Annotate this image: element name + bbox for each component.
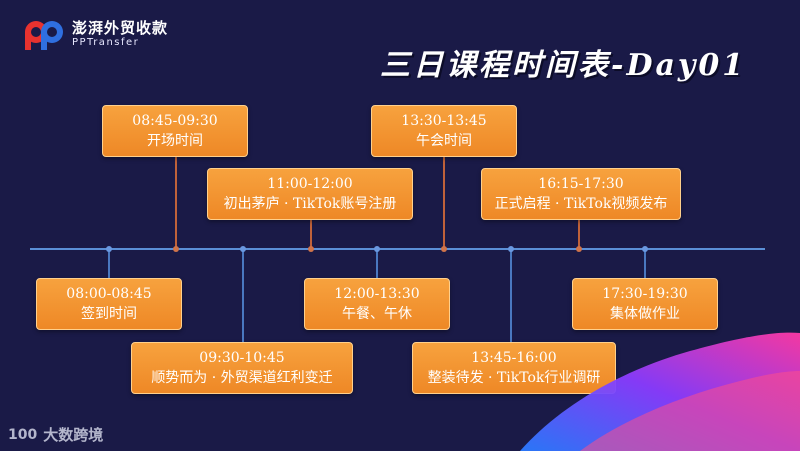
decorative-wave [500, 311, 800, 451]
event-box-account-register: 11:00-12:00 初出茅庐 · TikTok账号注册 [207, 168, 413, 220]
brand-name-en: PPTransfer [72, 37, 168, 48]
axis-dot-e5 [106, 246, 112, 252]
watermark: 100 大数跨境 [8, 424, 103, 445]
event-label: 正式启程 · TikTok视频发布 [482, 194, 680, 214]
connector-e9 [644, 250, 646, 278]
event-time: 13:30-13:45 [372, 111, 516, 131]
event-label: 初出茅庐 · TikTok账号注册 [208, 194, 412, 214]
connector-e5 [108, 250, 110, 278]
event-time: 11:00-12:00 [208, 174, 412, 194]
event-box-noon-meeting: 13:30-13:45 午会时间 [371, 105, 517, 157]
watermark-logo-icon: 100 [8, 427, 37, 443]
event-label: 午餐、午休 [305, 304, 449, 324]
connector-e4 [578, 220, 580, 248]
event-time: 09:30-10:45 [132, 348, 352, 368]
axis-dot-e8 [508, 246, 514, 252]
event-box-lunch: 12:00-13:30 午餐、午休 [304, 278, 450, 330]
event-label: 签到时间 [37, 304, 181, 324]
connector-e2 [310, 220, 312, 248]
event-box-opening: 08:45-09:30 开场时间 [102, 105, 248, 157]
event-label: 顺势而为 · 外贸渠道红利变迁 [132, 368, 352, 388]
event-time: 17:30-19:30 [573, 284, 717, 304]
timeline-axis [30, 248, 765, 250]
event-label: 午会时间 [372, 131, 516, 151]
axis-dot-e9 [642, 246, 648, 252]
brand-name: 澎湃外贸收款 [72, 20, 168, 37]
event-time: 16:15-17:30 [482, 174, 680, 194]
axis-dot-e6 [240, 246, 246, 252]
event-time: 12:00-13:30 [305, 284, 449, 304]
event-box-check-in: 08:00-08:45 签到时间 [36, 278, 182, 330]
event-box-video-publish: 16:15-17:30 正式启程 · TikTok视频发布 [481, 168, 681, 220]
connector-e6 [242, 250, 244, 342]
page-title: 三日课程时间表-Day01 [380, 40, 760, 84]
axis-dot-e2 [308, 246, 314, 252]
event-time: 08:45-09:30 [103, 111, 247, 131]
event-label: 开场时间 [103, 131, 247, 151]
brand-logo: 澎湃外贸收款 PPTransfer [22, 16, 168, 52]
axis-dot-e1 [173, 246, 179, 252]
event-time: 08:00-08:45 [37, 284, 181, 304]
event-box-channel-dividend: 09:30-10:45 顺势而为 · 外贸渠道红利变迁 [131, 342, 353, 394]
connector-e1 [175, 157, 177, 248]
watermark-text: 大数跨境 [43, 424, 103, 445]
axis-dot-e7 [374, 246, 380, 252]
axis-dot-e3 [441, 246, 447, 252]
pp-logo-icon [22, 16, 66, 52]
axis-dot-e4 [576, 246, 582, 252]
connector-e3 [443, 157, 445, 248]
connector-e7 [376, 250, 378, 278]
